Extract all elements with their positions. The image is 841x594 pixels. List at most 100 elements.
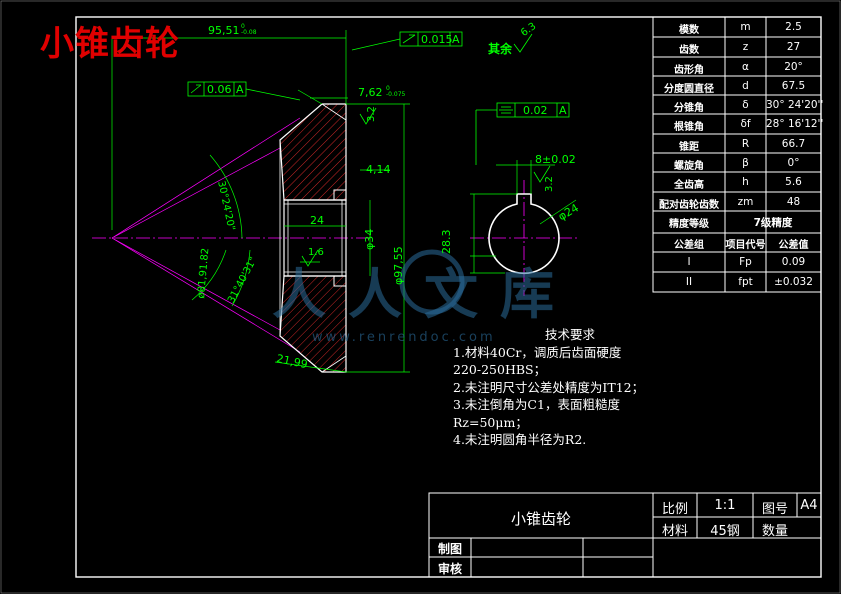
group-cell: II [685,276,693,288]
bore-with-keyway [488,193,560,275]
dim-phi97-55: φ97,55 [392,246,405,285]
param-value: 48 [786,196,801,208]
watermark-title: 小锥齿轮 [40,24,180,64]
material-value: 45钢 [710,524,740,539]
param-value: 0° [787,157,800,169]
scale-value: 1:1 [714,498,736,513]
angle-pitch-cone: 30°24'20" [215,180,237,232]
param-symbol: h [742,176,749,188]
param-name: 齿形角 [674,65,704,76]
tol-0-015: 0.015 [421,33,453,46]
group-cell: fpt [738,276,753,288]
param-name: 分度圆直径 [664,84,714,95]
param-symbol: R [741,138,750,150]
precision-label: 精度等级 [669,219,709,230]
part-name: 小锥齿轮 [510,510,571,528]
dim-24: 24 [310,214,324,227]
quantity-label: 数量 [761,524,788,539]
roughness-3-2b: 3.2 [544,176,555,192]
tech-item: 1.材料40Cr，调质后齿面硬度 [453,344,622,360]
param-name: 配对齿轮齿数 [659,200,719,211]
tol-0-06: 0.06 [207,83,232,96]
tech-item: 4.未注明圆角半径为R2. [453,432,587,447]
tech-requirements: 技术要求 1.材料40Cr，调质后齿面硬度 220-250HBS； 2.未注明尺… [453,326,644,449]
pitch-cone-line-bottom [111,237,301,353]
checked-label: 审核 [437,562,462,576]
param-name: 全齿高 [674,180,704,191]
dim-8-tol: 8±0.02 [535,153,576,166]
dim-phi24: φ24 [556,201,581,224]
tech-title: 技术要求 [545,327,596,342]
watermark-site: 人人文库 [272,263,576,326]
param-symbol: m [740,21,751,33]
group-header: 公差组 [674,240,704,251]
watermark-logo [399,249,465,315]
group-cell: I [687,256,691,268]
datum-a-2: A [236,83,244,96]
param-symbol: β [742,157,749,169]
param-name: 齿数 [679,45,699,56]
param-value: 20° [784,61,803,73]
group-cell: ±0.032 [774,276,813,288]
dim-21-99: 21,99 [275,352,309,372]
dim-95-51-tol: 0 -0.08 [241,23,257,36]
param-value: 27 [786,41,801,53]
upper-gear-section [279,103,347,201]
gear-dimensions [111,30,410,373]
group-cell: 0.09 [781,256,806,268]
param-symbol: δf [740,118,751,130]
param-value: 28° 16'12'' [766,118,824,130]
tol-0-02: 0.02 [523,104,548,117]
group-header: 项目代号 [725,240,766,251]
dim-28-3: 28.3 [440,229,453,255]
group-cell: Fp [739,256,752,268]
param-symbol: zm [737,196,754,208]
roughness-symbols [301,33,551,267]
tech-item: 220-250HBS； [453,362,547,377]
param-name: 分锥角 [674,103,704,114]
roughness-6-3: 6.3 [519,20,539,40]
param-name: 模数 [679,25,699,36]
gear-section-view [92,103,372,373]
drawn-label: 制图 [437,542,462,556]
precision-value: 7级精度 [753,217,793,229]
param-value: 67.5 [781,80,806,92]
drawing-no-label: 图号 [761,502,788,517]
roughness-note-label: 其余 [488,42,513,56]
dim-81-91: ø81,91.82 [196,247,212,299]
roughness-3-2: 3.2 [366,106,377,122]
tech-item: 3.未注倒角为C1，表面粗糙度 [453,397,620,412]
param-table-frame [652,16,822,293]
param-symbol: d [742,80,749,92]
param-name: 锥距 [679,142,699,153]
material-label: 材料 [661,524,688,539]
param-value: 5.6 [785,176,802,188]
dim-95-51: 95,51 [208,24,240,37]
param-value: 66.7 [781,138,806,150]
roughness-1-6: 1.6 [308,247,324,258]
datum-a-1: A [452,33,460,46]
param-value: 30° 24'20'' [766,99,824,111]
param-value: 2.5 [785,21,802,33]
angle-root-cone: 31°40'31" [226,255,260,306]
watermark-url: www.renrendoc.com [312,330,496,345]
param-name: 根锥角 [674,122,704,133]
pitch-cone-line-top [111,117,301,239]
sheet-size: A4 [800,498,818,513]
scale-label: 比例 [661,502,688,517]
param-symbol: z [742,41,749,53]
param-name: 螺旋角 [674,161,704,172]
tech-item: Rz=50μm； [453,414,528,430]
title-block-frame [428,492,822,578]
dim-phi34: φ34 [363,228,376,250]
dim-4-14: 4,14 [366,163,391,176]
param-symbol: α [742,61,749,73]
datum-a-3: A [559,104,567,117]
keyway-end-view [470,160,578,296]
dim-7-62-tol: 0 -0.075 [386,85,406,98]
tech-item: 2.未注明尺寸公差处精度为IT12； [453,379,645,395]
group-header: 公差值 [778,240,809,251]
